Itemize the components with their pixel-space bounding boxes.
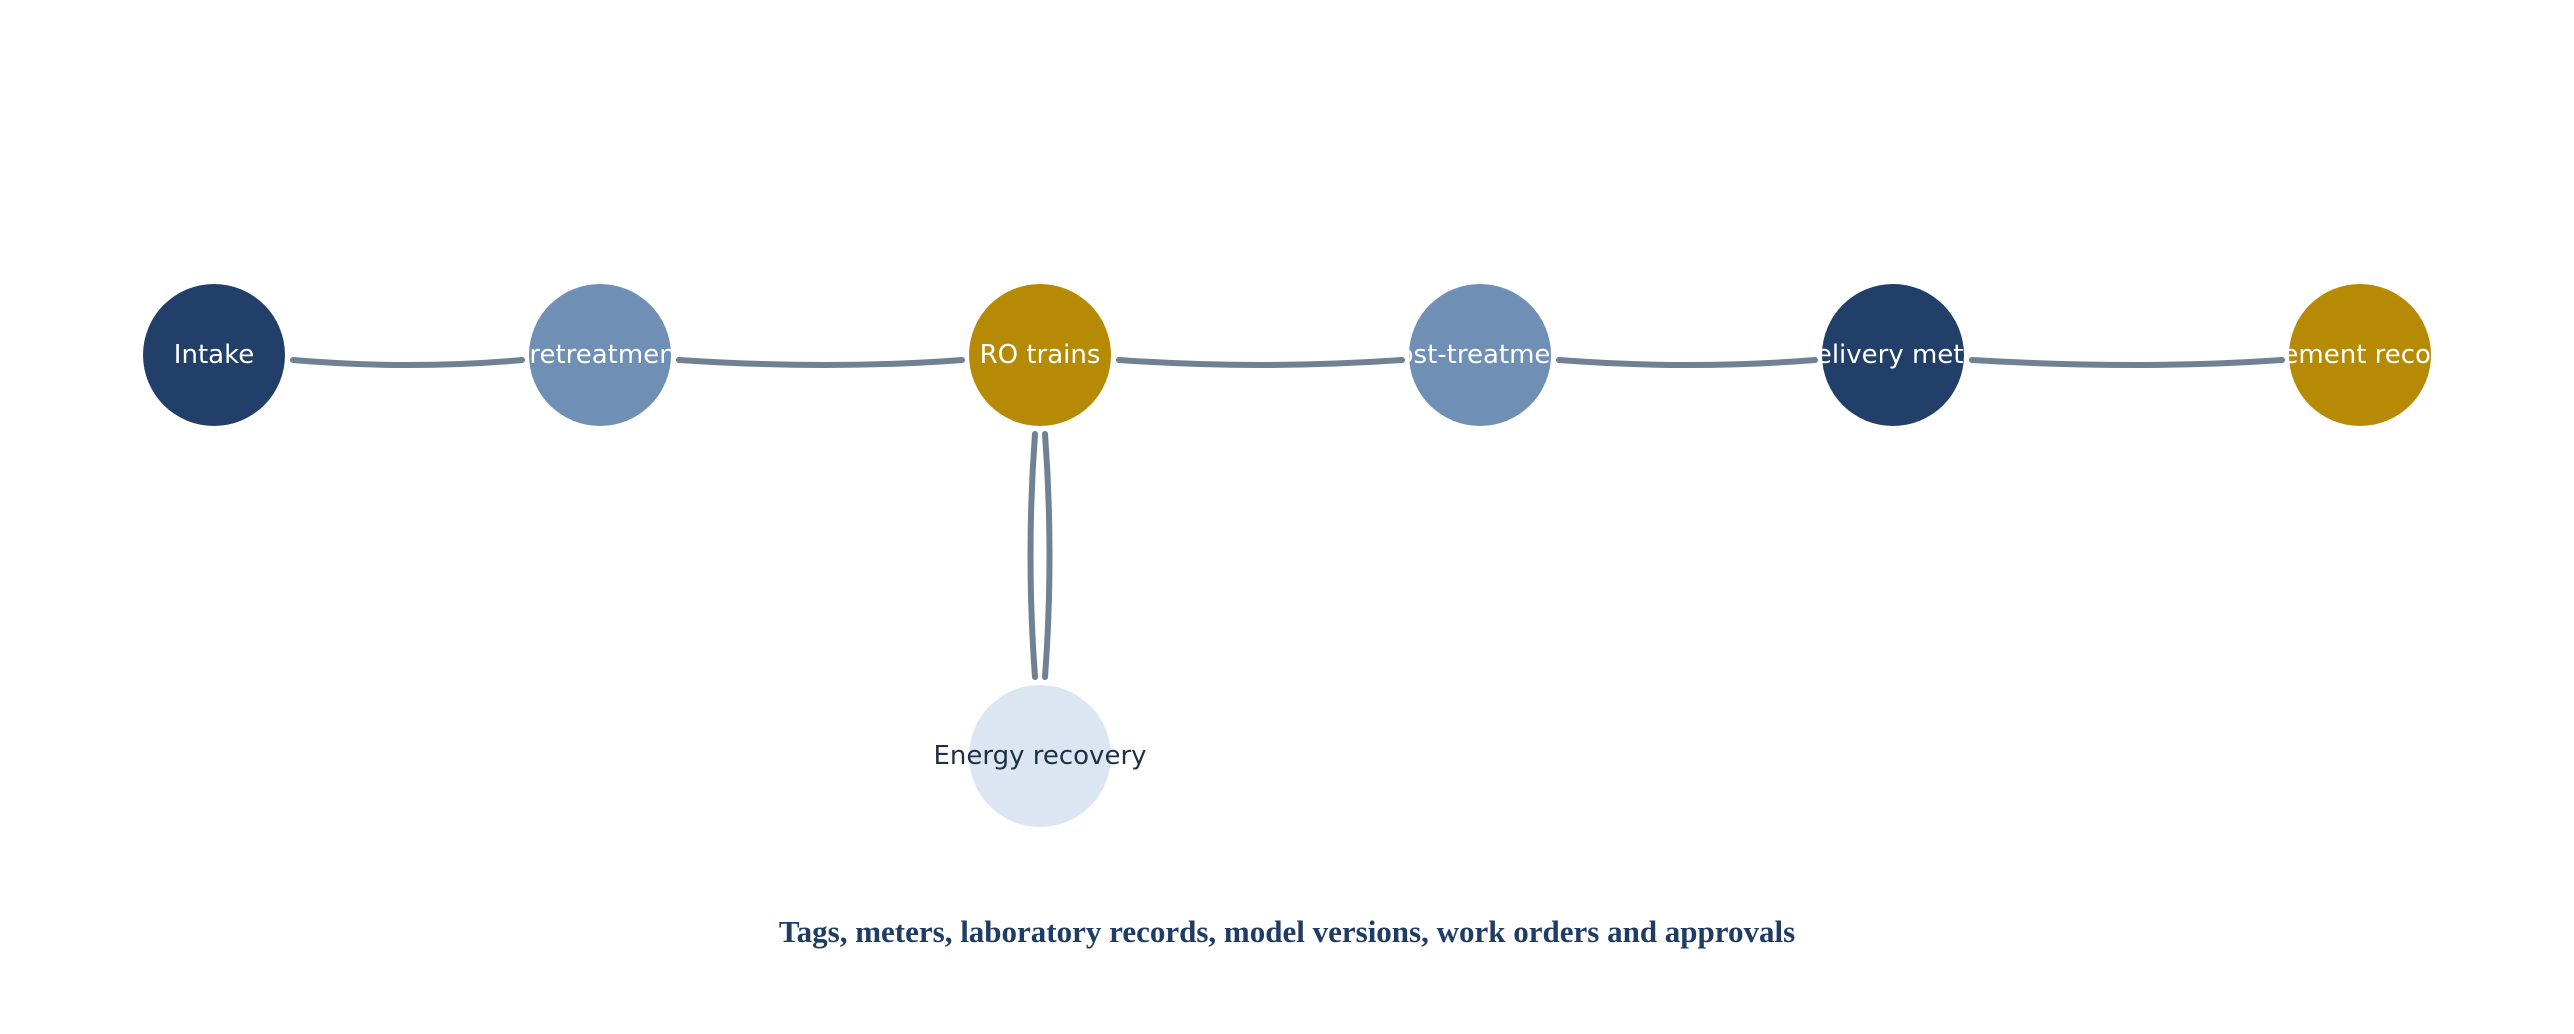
node-post-treatment-label: Post-treatment [1383,340,1577,370]
node-ro-trains-circle [969,284,1111,426]
node-intake: Intake [143,284,285,426]
node-delivery-meter-label: Delivery meter [1796,340,1991,370]
node-pretreatment-label: Pretreatment [514,340,686,370]
edge-post-treatment-delivery-meter [1556,357,1818,368]
node-energy-recovery-circle [969,685,1111,827]
edges [290,357,2285,680]
edge-ro-trains-post-treatment [1116,357,1405,368]
edge-energy-recovery-ro-trains [1042,431,1053,680]
footer-caption: Tags, meters, laboratory records, model … [779,914,1795,949]
edge-pretreatment-ro-trains [676,357,965,368]
edge-intake-pretreatment [290,357,525,368]
node-energy-recovery: Energy recovery [933,685,1147,827]
node-ro-trains: RO trains [969,284,1111,426]
node-post-treatment: Post-treatment [1383,284,1577,426]
node-intake-circle [143,284,285,426]
edge-ro-trains-energy-recovery [1027,431,1038,680]
node-delivery-meter: Delivery meter [1796,284,1991,426]
node-delivery-meter-circle [1822,284,1964,426]
node-settlement-record-label: Settlement record [2222,340,2457,370]
node-pretreatment-circle [529,284,671,426]
node-ro-trains-label: RO trains [980,340,1101,370]
node-post-treatment-circle [1409,284,1551,426]
node-settlement-record: Settlement record [2222,284,2457,426]
node-settlement-record-circle [2289,284,2431,426]
node-intake-label: Intake [174,340,254,370]
node-energy-recovery-label: Energy recovery [933,741,1146,771]
node-pretreatment: Pretreatment [514,284,686,426]
edge-delivery-meter-settlement-record [1969,357,2285,368]
